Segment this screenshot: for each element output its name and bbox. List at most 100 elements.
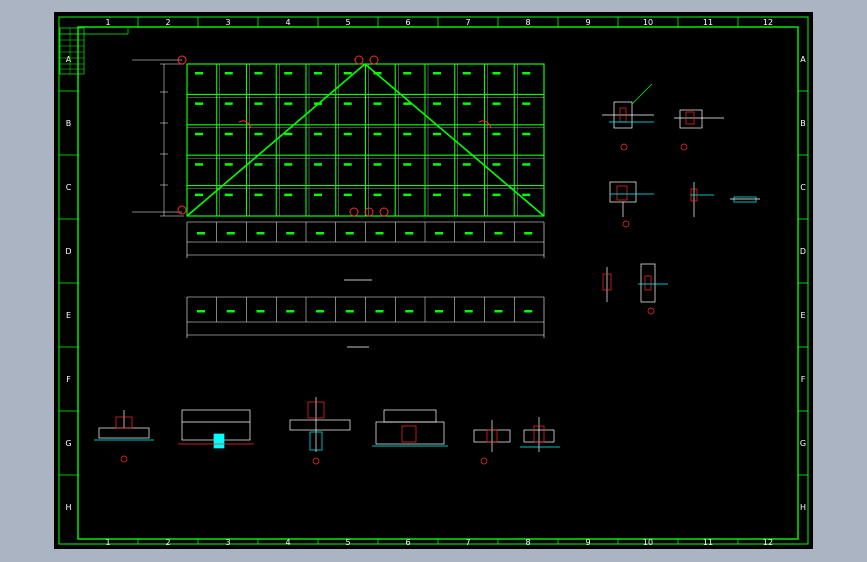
main-truss-elevation (132, 55, 545, 217)
section-markers (177, 55, 492, 217)
member-tag (433, 102, 441, 105)
member-tag (522, 72, 531, 75)
dimension-tag (464, 310, 473, 313)
member-tag (373, 102, 382, 105)
member-tag (314, 132, 322, 136)
member-tag (373, 72, 382, 75)
lower-chord-labels (197, 232, 533, 235)
member-tag (433, 193, 441, 197)
truss-left-dimension (132, 59, 184, 217)
sheet-outer-border (58, 16, 809, 545)
col-top-label: 6 (405, 18, 410, 27)
node-detail-4 (690, 182, 714, 217)
col-top-label: 2 (165, 18, 170, 27)
member-tag (195, 193, 203, 197)
member-tag (314, 163, 322, 166)
member-tag (433, 163, 441, 166)
col-top-label: 11 (703, 18, 713, 27)
member-tag (195, 102, 203, 105)
dimension-tag (226, 232, 235, 235)
col-bottom-label: 4 (285, 538, 290, 547)
side-elevation-labels (197, 310, 533, 313)
member-tag (462, 72, 471, 75)
dimension-tag (316, 232, 324, 235)
member-tag (284, 72, 293, 75)
dimension-tag (524, 232, 533, 235)
col-bottom-label: 6 (405, 538, 410, 547)
dimension-tag (345, 232, 354, 235)
member-tag (343, 163, 352, 166)
row-right-label: G (800, 439, 806, 448)
member-tag (522, 163, 531, 166)
col-bottom-label: 10 (643, 538, 653, 547)
member-tag (462, 193, 471, 197)
bottom-detail-5 (473, 420, 511, 465)
dimension-tag (464, 232, 473, 235)
col-top-label: 9 (585, 18, 590, 27)
member-tag (433, 132, 441, 136)
dimension-tag (405, 310, 414, 313)
col-bottom-label: 12 (763, 538, 773, 547)
dimension-tag (524, 310, 533, 313)
col-top-label: 12 (763, 18, 773, 27)
dimension-tag (286, 232, 295, 235)
member-tag (254, 132, 263, 136)
member-tag (224, 193, 233, 197)
member-tag (284, 132, 293, 136)
member-tag (195, 132, 203, 136)
row-left-label: G (65, 439, 71, 448)
member-tag (284, 102, 293, 105)
member-tag (254, 102, 263, 105)
node-detail-2 (674, 109, 724, 151)
member-tag (224, 132, 233, 136)
member-tag (492, 132, 501, 136)
truss-panel-grid (187, 64, 544, 216)
member-tag (373, 132, 382, 136)
dimension-tag (256, 232, 265, 235)
row-right-label: H (800, 503, 806, 512)
dimension-tag (256, 310, 265, 313)
member-tag (254, 72, 263, 75)
member-tag (343, 72, 352, 75)
dimension-tag (375, 232, 384, 235)
col-top-label: 8 (525, 18, 530, 27)
dimension-tag (435, 232, 443, 235)
row-left-label: B (66, 119, 72, 128)
member-tag (254, 193, 263, 197)
truss-member-labels (195, 72, 531, 197)
node-detail-7 (638, 263, 668, 315)
bottom-detail-1 (94, 410, 154, 463)
row-right-label: E (800, 311, 805, 320)
member-tag (254, 163, 263, 166)
member-tag (373, 193, 382, 197)
member-tag (462, 163, 471, 166)
node-detail-6 (602, 267, 612, 302)
member-tag (284, 163, 293, 166)
member-tag (403, 102, 412, 105)
member-tag (195, 72, 203, 75)
row-right-label: A (800, 55, 806, 64)
col-bottom-label: 7 (465, 538, 470, 547)
row-left-label: H (65, 503, 71, 512)
col-bottom-label: 8 (525, 538, 530, 547)
row-left-label: D (65, 247, 71, 256)
member-tag (492, 193, 501, 197)
dimension-tag (226, 310, 235, 313)
dimension-tag (345, 310, 354, 313)
row-left-label: F (66, 375, 71, 384)
node-detail-1 (602, 83, 654, 151)
member-tag (403, 72, 412, 75)
col-top-label: 3 (225, 18, 230, 27)
truss-side-elevation (186, 296, 545, 338)
row-right-label: F (801, 375, 806, 384)
truss-diagonal-left (186, 63, 366, 217)
member-tag (224, 72, 233, 75)
member-tag (403, 193, 412, 197)
member-tag (492, 163, 501, 166)
member-tag (462, 102, 471, 105)
dimension-tag (405, 232, 414, 235)
node-detail-5 (730, 196, 760, 203)
member-tag (224, 163, 233, 166)
